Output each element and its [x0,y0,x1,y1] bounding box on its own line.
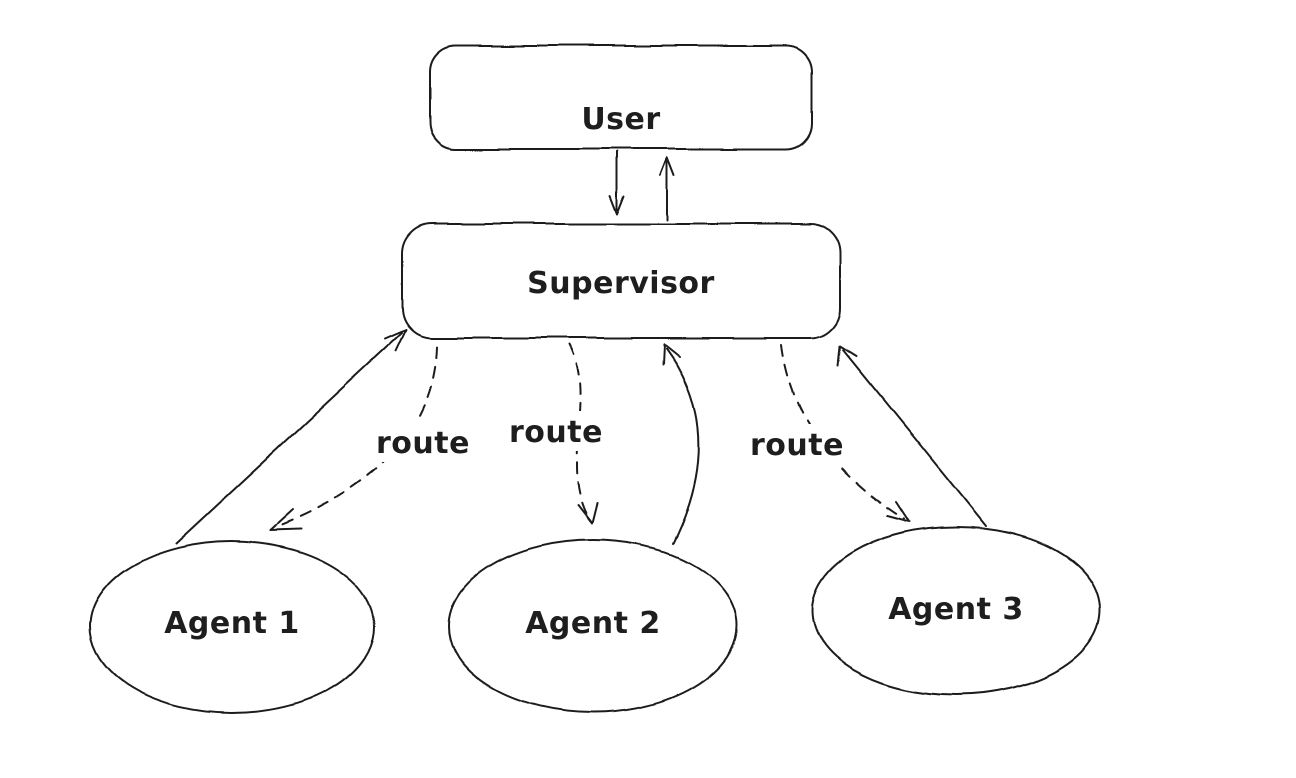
agent3-node-shape [811,526,1101,696]
edge-user-to-supervisor [609,151,625,215]
svg-text:route: route [750,428,844,463]
route-label-agent1: route [366,422,480,462]
edge-agent1-to-supervisor [175,329,407,544]
agent1-node-shape [89,540,375,714]
svg-text:route: route [509,415,603,450]
svg-text:route: route [376,426,470,461]
agent3-node-label: Agent 3 [888,592,1024,627]
user-node-shape [429,45,813,150]
user-node-label: User [581,102,660,137]
route-label-agent2: route [499,411,613,451]
agent2-node-shape [448,539,738,713]
agent2-node-label: Agent 2 [525,606,661,641]
edge-supervisor-to-user [659,157,675,221]
supervisor-node-shape [401,223,841,339]
supervisor-node-label: Supervisor [527,266,715,301]
agent1-node-label: Agent 1 [164,606,300,641]
edge-agent2-to-supervisor [662,343,700,544]
route-label-agent3: route [740,424,854,464]
edge-agent3-to-supervisor [837,345,987,527]
edge-supervisor-to-agent1-route [269,346,438,531]
